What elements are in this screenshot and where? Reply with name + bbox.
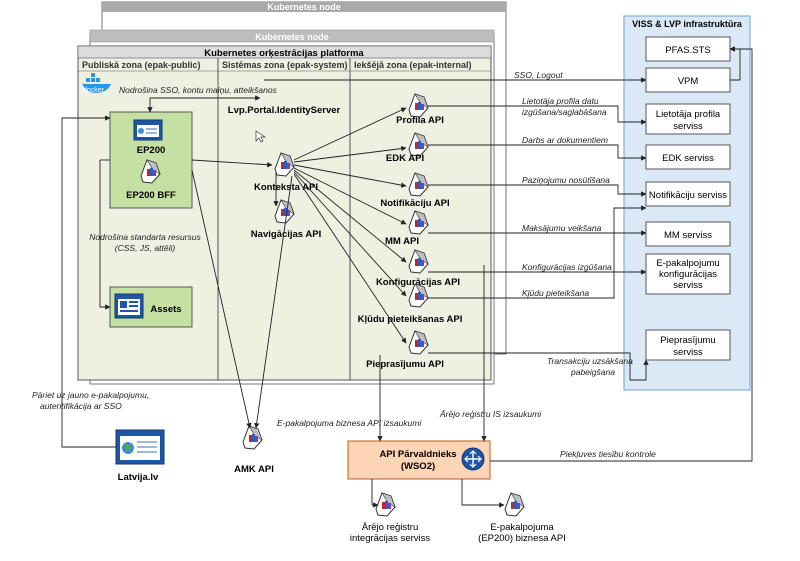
konteksta-api-label: Konteksta API [254,182,318,193]
kludu-api-label: Kļūdu pieteikšanas API [358,314,463,325]
service-user-profile: Lietotāja profila serviss [645,103,731,135]
svg-text:serviss: serviss [673,347,703,358]
svg-text:serviss: serviss [673,280,703,291]
label-notif-send: Paziņojumu nosūtīšana [522,175,610,185]
label-resources-2: (CSS, JS, attēli) [115,243,176,253]
amk-api-icon [242,425,263,450]
biz-api-icon [504,492,525,517]
connectors [61,46,753,508]
label-resources-1: Nodrošina standarta resursus [89,232,201,242]
label-ext-is-calls: Ārējo reģistru IS izsaukumi [439,409,542,419]
label-payments: Maksājumu veikšana [522,223,602,233]
svg-text:serviss: serviss [673,121,703,132]
latvija-portal: Latvija.lv [115,429,165,483]
zone-system-title: Sistēmas zona (epak-system) [222,60,348,70]
docker-logo: docker [82,73,111,94]
ext-registry-icon [375,492,396,517]
label-biz-api-calls: E-pakalpojuma biznesa API izsaukumi [277,418,422,428]
platform-header [77,45,492,59]
label-access-control: Piekļuves tiesību kontrole [560,449,656,459]
assets-box: Assets [109,286,193,328]
api-gateway-label-1: API Pārvaldnieks [379,449,456,460]
ep200-label: EP200 [137,145,166,156]
pieprasijumu-api-label: Pieprasījumu API [366,359,444,370]
docker-label: docker [83,87,105,94]
navigacijas-api-label: Navigācijas API [251,229,321,240]
label-config-get: Konfigurācijas izgūšana [522,262,612,272]
ep200-bff-label: EP200 BFF [126,190,176,201]
svg-text:MM serviss: MM serviss [664,230,712,241]
k8s-node-title-1: Kubernetes node [255,32,329,42]
biz-api-label-2: (EP200) biznesa API [478,533,566,544]
svg-text:Pieprasījumu: Pieprasījumu [660,335,715,346]
api-gateway-box: API Pārvaldnieks (WSO2) [347,440,491,480]
service-notifications: Notifikāciju serviss [645,181,731,207]
label-error-report: Kļūdu pieteikšana [522,288,589,298]
notifikaciju-api-label: Notifikāciju API [380,198,449,209]
service-pfas: PFAS.STS [645,36,731,62]
label-docs-work: Darbs ar dokumentiem [522,135,608,145]
zone-internal-title: Iekšējā zona (epak-internal) [354,60,472,70]
ext-registry-label-2: integrācijas serviss [350,533,430,544]
profila-api-label: Profila API [396,115,444,126]
label-transaction-1: Transakciju uzsākšana [547,356,633,366]
k8s-node-header-2 [102,2,506,12]
service-requests: Pieprasījumu serviss [645,329,731,361]
label-redirect-2: autentifikācija ar SSO [40,401,122,411]
k8s-node-header-1 [89,29,495,43]
ext-registry-label-1: Ārējo reģistru [362,522,419,533]
biz-api-label-1: E-pakalpojuma [490,522,554,533]
label-profile-data-1: Lietotāja profila datu [522,96,599,106]
platform-title: Kubernetes orķestrācijas platforma [204,48,364,59]
label-profile-data-2: izgūšana/saglabāšana [522,107,607,117]
ep200-bff-box: EP200 EP200 BFF [109,111,193,209]
label-redirect-1: Pāriet uz jauno e-pakalpojumu, [32,390,149,400]
svg-text:VPM: VPM [678,76,699,87]
svg-text:E-pakalpojumu: E-pakalpojumu [656,258,719,269]
service-configuration: E-pakalpojumu konfigurācijas serviss [645,253,731,295]
amk-api-label: AMK API [234,464,274,475]
edk-api-label: EDK API [386,153,424,164]
viss-title: VISS & LVP infrastruktūra [632,19,743,29]
mm-api-label: MM API [385,236,419,247]
svg-text:Notifikāciju serviss: Notifikāciju serviss [649,190,727,201]
k8s-node-title-2: Kubernetes node [267,2,341,12]
label-sso-top: Nodrošina SSO, kontu maiņu, atteikšanos [119,85,278,95]
latvija-label: Latvija.lv [118,472,159,483]
svg-text:PFAS.STS: PFAS.STS [665,45,710,56]
zone-public-title: Publiskā zona (epak-public) [82,60,201,70]
service-edk: EDK serviss [645,144,731,170]
label-transaction-2: pabeigšana [570,367,615,377]
identity-server-label: Lvp.Portal.IdentityServer [228,105,341,116]
svg-text:Lietotāja profila: Lietotāja profila [656,109,721,120]
konfiguracijas-api-label: Konfigurācijas API [376,277,460,288]
svg-text:konfigurācijas: konfigurācijas [659,269,717,280]
cursor-icon [255,130,267,143]
service-mm: MM serviss [645,221,731,247]
assets-label: Assets [150,304,181,315]
svg-text:EDK serviss: EDK serviss [662,153,714,164]
api-gateway-label-2: (WSO2) [401,461,435,472]
label-sso-logout: SSO, Logout [514,70,563,80]
service-vpm: VPM [645,67,731,93]
